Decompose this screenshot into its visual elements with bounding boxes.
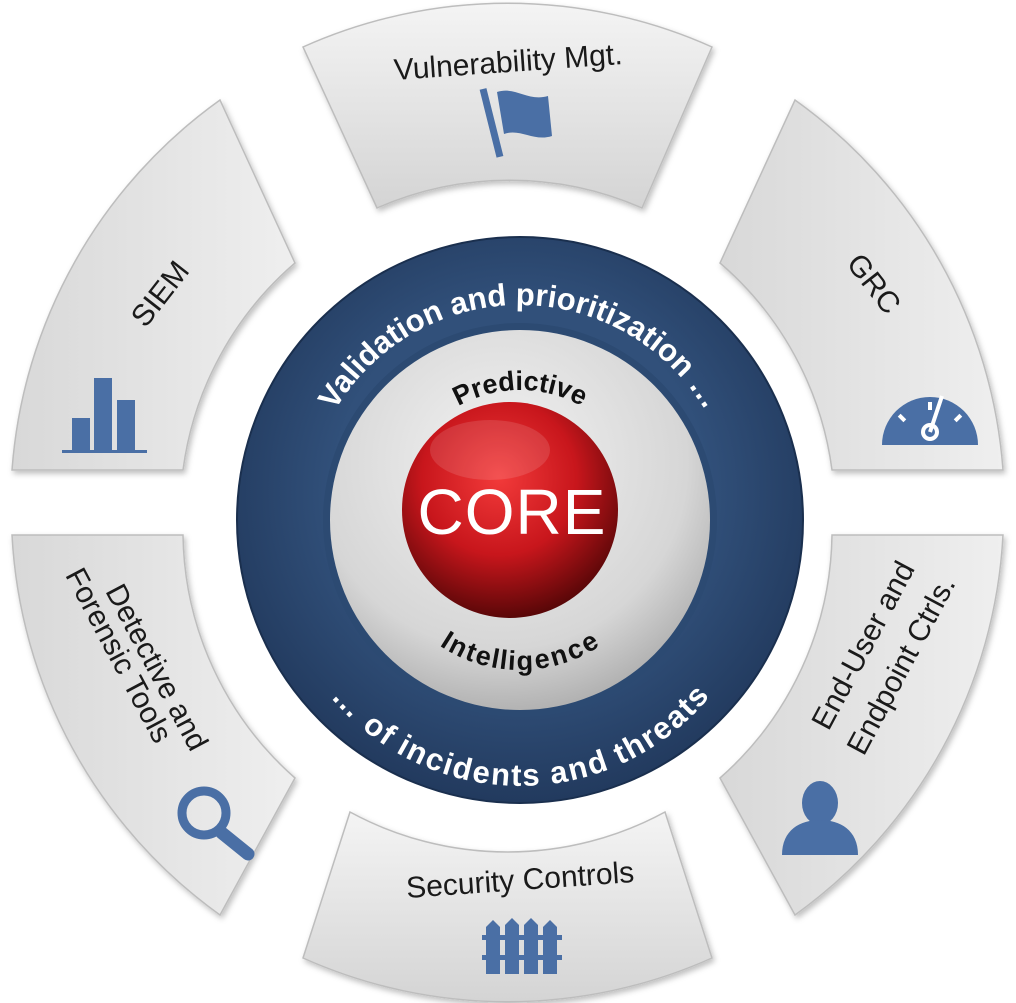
fence-icon xyxy=(482,918,562,974)
magnifier-icon xyxy=(177,786,255,861)
gauge-icon xyxy=(882,395,978,445)
core-label: CORE xyxy=(418,476,607,548)
core-highlight xyxy=(430,420,550,480)
user-icon xyxy=(782,781,858,855)
segment-grc[interactable] xyxy=(719,98,1004,471)
bar-chart-icon xyxy=(62,378,147,453)
segment-end-user-endpoint[interactable] xyxy=(719,534,1004,917)
flag-icon xyxy=(479,88,552,158)
core-sphere[interactable] xyxy=(402,402,618,618)
segment-security-controls[interactable] xyxy=(302,810,713,1003)
segment-siem[interactable] xyxy=(11,98,296,471)
